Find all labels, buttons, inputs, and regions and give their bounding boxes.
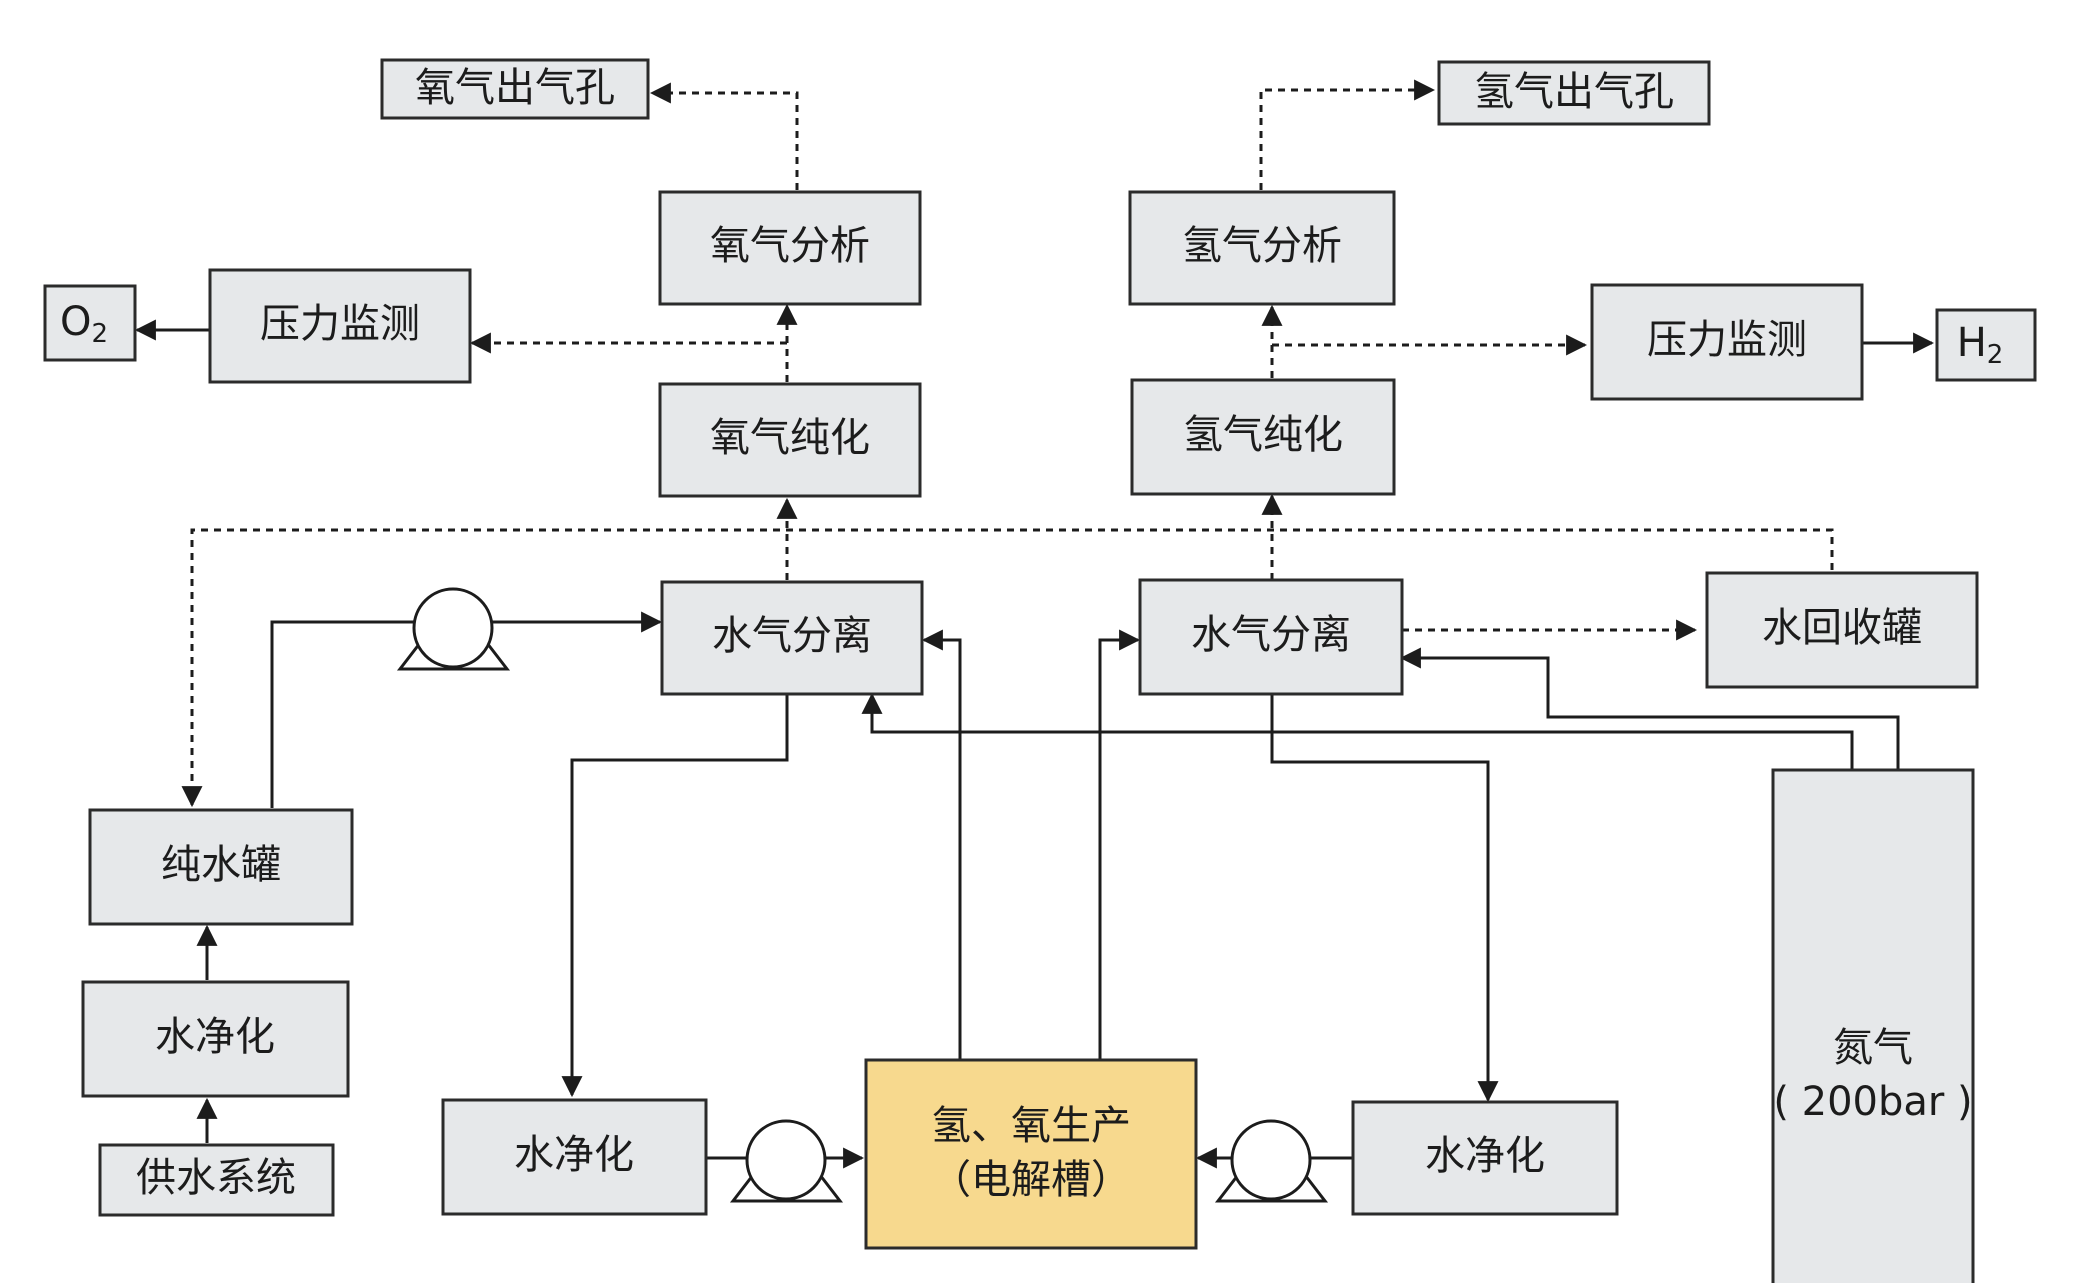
h2-analysis-box: 氢气分析 [1128,190,1396,306]
h2-pressure-box: 压力监测 [1590,283,1864,401]
o2-analysis-box: 氧气分析 [658,190,922,306]
electrolyzer-box: 氢、氧生产 （电解槽） [864,1058,1198,1250]
o2-purification-label: 氧气纯化 [710,415,870,461]
water-purification-mid-box: 水净化 [441,1098,708,1216]
o2-pressure-box: 压力监测 [208,268,472,384]
water-purification-left-box: 水净化 [81,980,350,1098]
nitrogen-to-o2-separator-line [861,692,1854,770]
electrolyzer-label-line1: 氢、氧生产 [931,1103,1131,1149]
o2-separator-label: 水气分离 [712,613,872,659]
h2-purification-box: 氢气纯化 [1130,378,1396,496]
water-return-loop-line [181,528,1834,808]
pump-icon [396,587,511,671]
o2-analysis-to-outlet-line [649,82,799,190]
water-purification-left-label: 水净化 [155,1014,275,1060]
water-purification-right-label: 水净化 [1425,1133,1545,1179]
h2-product-subscript: 2 [1987,340,2004,370]
h2-purification-label: 氢气纯化 [1183,412,1343,458]
h2-outlet-label: 氢气出气孔 [1474,69,1674,115]
water-purification-mid-label: 水净化 [514,1132,634,1178]
o2-purification-box: 氧气纯化 [658,382,922,498]
connectors [134,79,1935,1169]
nitrogen-label-line2: ( 200bar ) [1773,1079,1972,1125]
o2-product-box: O2 [43,284,137,362]
pure-water-tank-box: 纯水罐 [88,808,354,926]
h2-analysis-label: 氢气分析 [1182,223,1342,269]
h2-product-box: H2 [1935,308,2037,382]
h2-separator-label: 水气分离 [1191,612,1351,658]
nitrogen-cylinder-box: 氮气 ( 200bar ) [1771,768,1975,1283]
nitrogen-to-h2-separator-line [1399,647,1900,770]
o2-product-label: O [60,299,91,345]
o2-separator-box: 水气分离 [660,580,924,696]
water-supply-box: 供水系统 [98,1143,335,1217]
o2-outlet-box: 氧气出气孔 [380,58,650,120]
pure-water-tank-label: 纯水罐 [161,842,281,888]
o2-analysis-label: 氧气分析 [710,223,870,269]
pump-icon [729,1119,844,1203]
water-recovery-tank-label: 水回收罐 [1762,605,1922,651]
h2-outlet-box: 氢气出气孔 [1437,60,1711,126]
nitrogen-label-line1: 氮气 [1833,1025,1913,1071]
svg-text:H2: H2 [1957,320,2004,370]
o2-pressure-label: 压力监测 [260,301,420,347]
h2-separator-box: 水气分离 [1138,578,1404,696]
o2-outlet-label: 氧气出气孔 [415,65,615,111]
h2-analysis-to-outlet-line [1259,79,1436,190]
h2-product-label: H [1957,320,1987,366]
svg-text:O2: O2 [60,299,108,349]
o2-product-subscript: 2 [91,319,108,349]
electrolyzer-label-line2: （电解槽） [931,1157,1131,1203]
pure-water-to-separator-line [270,611,663,808]
water-supply-label: 供水系统 [136,1155,296,1201]
electrolyzer-to-h2-separator-line [1098,629,1141,1060]
water-recovery-tank-box: 水回收罐 [1705,571,1979,689]
h2-separator-to-water-purification-line [1270,692,1499,1103]
water-purification-right-box: 水净化 [1351,1100,1619,1216]
o2-separator-to-water-purification-line [561,692,789,1098]
pump-icon [1214,1119,1329,1203]
electrolyzer-to-o2-separator-line [921,629,962,1060]
h2-pressure-label: 压力监测 [1647,317,1807,363]
